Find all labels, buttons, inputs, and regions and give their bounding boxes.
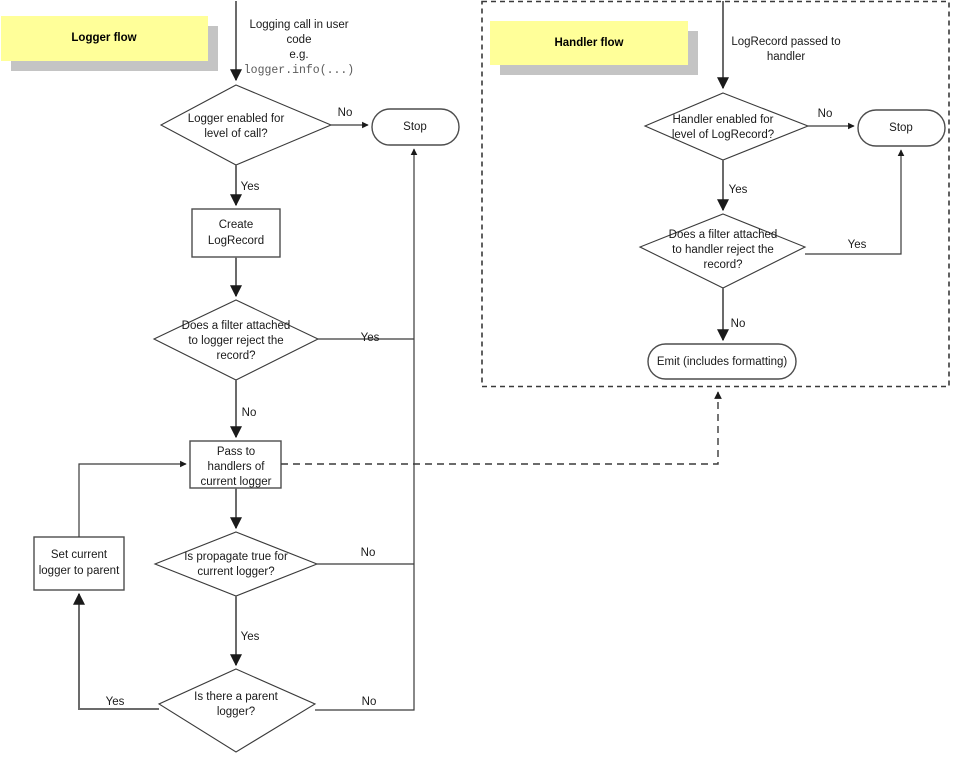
edge-label-handler-filter-yes: Yes	[848, 239, 867, 251]
logger-filter-label-line1: Does a filter attached	[182, 320, 291, 332]
handler-filter-label-line2: to handler reject the	[672, 244, 774, 256]
logger-filter-label-line3: record?	[217, 350, 256, 362]
propagate-label-line1: Is propagate true for	[184, 551, 288, 563]
handler-banner-fill	[490, 21, 688, 65]
logger-enabled-label-line1: Logger enabled for	[188, 113, 285, 125]
node-propagate-decision: Is propagate true for current logger?	[153, 531, 319, 597]
node-logger-enabled-decision: Logger enabled for level of call?	[159, 84, 333, 166]
node-pass-to-handlers: Pass to handlers of current logger	[189, 440, 282, 489]
propagate-diamond	[153, 531, 319, 597]
logger-flow-banner: Logger flow	[1, 16, 218, 71]
edge-parent-logger-no	[315, 148, 418, 711]
handler-stop-shape	[857, 109, 946, 147]
node-handler-stop: Stop	[857, 109, 946, 147]
edge-parent-logger-yes	[73, 592, 159, 710]
handler-flow-group-box	[481, 0, 950, 388]
set-current-logger-shape	[33, 536, 125, 591]
edge-label-propagate-no: No	[361, 547, 376, 559]
edge-label-logger-filter-yes: Yes	[361, 332, 380, 344]
edge-set-parent-to-pass	[78, 460, 187, 537]
create-logrecord-label-line2: LogRecord	[208, 235, 264, 247]
handler-entry-caption-line2: handler	[767, 51, 806, 63]
handler-entry-caption: LogRecord passed to handler	[731, 36, 840, 63]
logger-entry-caption: Logging call in user code e.g. logger.in…	[244, 19, 354, 77]
edge-label-handler-filter-no: No	[731, 318, 746, 330]
handler-stop-label: Stop	[889, 122, 913, 134]
edge-label-logger-filter-no: No	[242, 407, 257, 419]
parent-logger-diamond	[157, 668, 317, 753]
node-logger-stop: Stop	[371, 108, 460, 146]
logger-filter-label-line2: to logger reject the	[188, 335, 283, 347]
handler-flow-banner: Handler flow	[490, 21, 698, 75]
node-emit: Emit (includes formatting)	[647, 343, 797, 380]
emit-label: Emit (includes formatting)	[657, 356, 788, 368]
logger-entry-caption-line1: Logging call in user	[249, 19, 348, 31]
parent-logger-label-line2: logger?	[217, 706, 255, 718]
edge-label-parent-logger-no: No	[362, 696, 377, 708]
logger-stop-label: Stop	[403, 121, 427, 133]
edge-label-handler-enabled-yes: Yes	[729, 184, 748, 196]
node-parent-logger-decision: Is there a parent logger?	[157, 668, 317, 753]
emit-shape	[647, 343, 797, 380]
propagate-label-line2: current logger?	[197, 566, 274, 578]
pass-to-handlers-label-line2: handlers of	[208, 461, 266, 473]
edge-label-logger-enabled-yes: Yes	[241, 181, 260, 193]
handler-filter-label-line3: record?	[704, 259, 743, 271]
edge-pass-to-handler-flow	[281, 391, 722, 465]
handler-entry-caption-line1: LogRecord passed to	[731, 36, 840, 48]
pass-to-handlers-label-line1: Pass to	[217, 446, 255, 458]
handler-flow-banner-label: Handler flow	[554, 37, 623, 49]
node-logger-filter-decision: Does a filter attached to logger reject …	[152, 299, 320, 381]
node-handler-filter-decision: Does a filter attached to handler reject…	[638, 213, 807, 289]
set-current-logger-label-line2: logger to parent	[39, 565, 120, 577]
set-current-logger-label-line1: Set current	[51, 549, 108, 561]
node-create-logrecord: Create LogRecord	[191, 208, 281, 258]
node-handler-enabled-decision: Handler enabled for level of LogRecord?	[643, 92, 810, 161]
handler-enabled-label-line1: Handler enabled for	[672, 114, 773, 126]
node-set-current-logger-to-parent: Set current logger to parent	[33, 536, 125, 591]
logger-stop-shape	[371, 108, 460, 146]
logger-entry-caption-line2: code	[287, 34, 312, 46]
create-logrecord-shape	[191, 208, 281, 258]
logger-entry-caption-line3: e.g.	[289, 49, 308, 61]
logger-flow-banner-label: Logger flow	[71, 32, 136, 44]
logger-enabled-label-line2: level of call?	[204, 128, 267, 140]
handler-enabled-label-line2: level of LogRecord?	[672, 129, 774, 141]
edge-label-parent-logger-yes: Yes	[106, 696, 125, 708]
handler-filter-label-line1: Does a filter attached	[669, 229, 778, 241]
create-logrecord-label-line1: Create	[219, 219, 254, 231]
pass-to-handlers-label-line3: current logger	[201, 476, 272, 488]
edge-label-propagate-yes: Yes	[241, 631, 260, 643]
edge-label-logger-enabled-no: No	[338, 107, 353, 119]
logger-banner-fill	[1, 16, 208, 61]
parent-logger-label-line1: Is there a parent	[194, 691, 279, 703]
handler-enabled-diamond	[643, 92, 810, 161]
logger-entry-caption-code: logger.info(...)	[244, 64, 354, 77]
edge-handler-filter-yes	[805, 149, 905, 255]
edge-label-handler-enabled-no: No	[818, 108, 833, 120]
